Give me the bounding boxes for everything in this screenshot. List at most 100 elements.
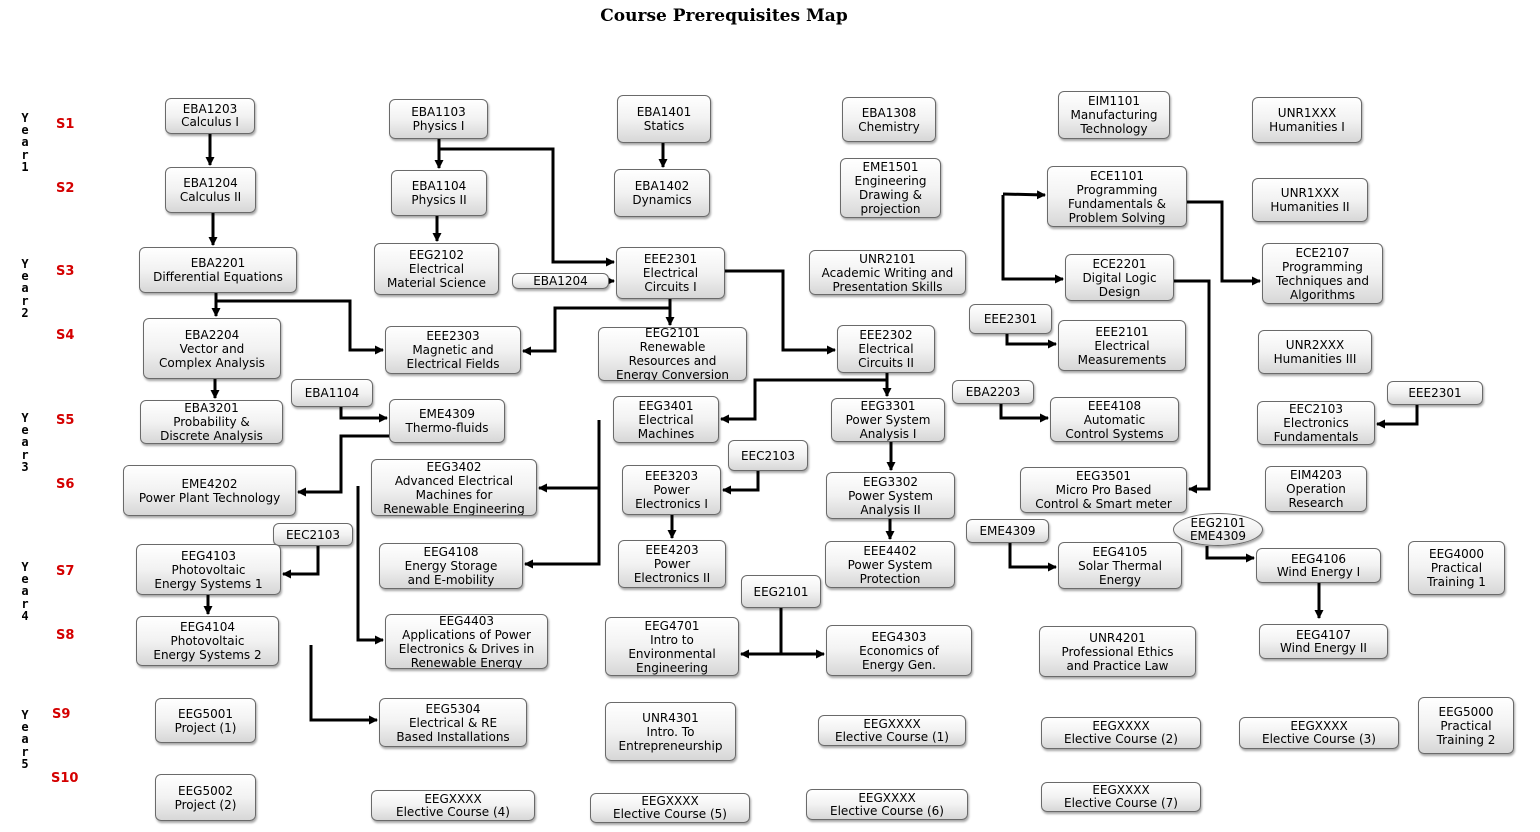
course-node-line: Practical — [1430, 561, 1483, 575]
course-node-line: EBA1104 — [411, 179, 467, 193]
course-node-eee2301-ref-b: EEE2301 — [1387, 381, 1483, 405]
course-node-line: Intro to — [650, 632, 694, 647]
course-node-line: EEG2101 — [644, 327, 700, 340]
course-node-line: Advanced Electrical — [394, 473, 514, 488]
course-node-line: Complex Analysis — [159, 355, 265, 370]
course-node-line: Programming — [1282, 259, 1363, 274]
course-node-line: EEG2102 — [408, 248, 464, 262]
course-node-line: Statics — [643, 119, 685, 133]
course-node-line: EBA1204 — [183, 176, 238, 190]
semester-label-s5: S5 — [56, 413, 75, 428]
course-node-line: EBA1204 — [533, 274, 588, 288]
course-node-line: Techniques and — [1275, 273, 1370, 288]
arrow-eec2103-ref-b-to-eeg4103 — [1174, 279, 1211, 494]
course-node-line: Environmental — [628, 646, 716, 661]
course-node-line: UNR1XXX — [1277, 106, 1337, 120]
semester-label-s6: S6 — [56, 477, 75, 492]
course-node-line: Elective Course (2) — [1064, 732, 1178, 746]
course-node-line: Electronics II — [633, 571, 711, 585]
course-node-line: Entrepreneurship — [618, 738, 723, 753]
course-node-line: Material Science — [386, 276, 487, 290]
course-node-line: EEE4402 — [863, 543, 917, 558]
course-node-line: Electrical & RE — [408, 715, 498, 730]
course-node-line: EEG4108 — [423, 545, 479, 559]
course-node-line: Elective Course (1) — [835, 729, 949, 744]
course-node-eec2103-ref-a: EEC2103 — [728, 440, 808, 471]
course-node-line: Problem Solving — [1068, 210, 1166, 225]
course-node-line: Energy Systems 2 — [153, 648, 262, 662]
course-node-line: Photovoltaic — [170, 634, 245, 648]
course-node-line: Vector and — [179, 341, 245, 356]
course-node-line: Electrical — [858, 342, 914, 356]
course-node-line: Circuits I — [644, 280, 697, 294]
course-node-line: Micro Pro Based — [1055, 483, 1152, 497]
course-node-line: Programming — [1076, 182, 1158, 197]
course-node-line: EME4309 — [418, 407, 476, 421]
course-node-line: Electronics & Drives in — [398, 641, 535, 656]
course-node-line: Physics II — [411, 193, 467, 207]
course-node-line: EEE2303 — [426, 329, 480, 343]
course-node-line: Discrete Analysis — [160, 429, 263, 443]
course-node-line: Power System — [845, 413, 931, 427]
course-node-line: EEGXXXX — [1092, 719, 1150, 733]
course-node-line: EEE4203 — [645, 543, 699, 557]
course-node-line: Differential Equations — [153, 270, 283, 284]
course-node-line: EBA2204 — [184, 327, 240, 342]
course-node-line: Calculus I — [181, 115, 239, 129]
course-node-line: Academic Writing and — [821, 265, 954, 280]
arrow-eec2103-ref-a-to-eee3203 — [538, 420, 601, 493]
course-node-line: EBA3201 — [184, 401, 239, 415]
course-node-line: Energy Gen. — [862, 657, 936, 672]
semester-label-s3: S3 — [56, 264, 75, 279]
course-node-line: Power Plant Technology — [138, 490, 281, 505]
course-node-line: Operation — [1286, 482, 1346, 496]
course-node-line: EEE2301 — [643, 252, 698, 266]
course-node-line: Technology — [1080, 122, 1148, 136]
course-node-line: projection — [860, 202, 921, 216]
course-node-line: Solar Thermal — [1078, 558, 1162, 573]
course-node-line: Power System — [848, 488, 933, 503]
course-node-line: Elective Course (6) — [830, 803, 944, 818]
year-label-y2: Y e a r 2 — [21, 257, 29, 320]
course-node-line: EEGXXXX — [858, 790, 916, 805]
course-node-line: EME4202 — [181, 476, 238, 491]
course-node-line: EEG4107 — [1295, 627, 1351, 642]
course-node-line: EEC2103 — [740, 448, 796, 463]
course-node-line: EEGXXXX — [863, 716, 921, 731]
course-node-line: EEG4103 — [180, 548, 236, 563]
course-node-line: EEE3203 — [644, 469, 699, 483]
course-node-line: Elective Course (5) — [613, 807, 727, 821]
arrow-eee2302-to-eeg3401 — [339, 407, 388, 423]
course-node-eee2301-ref-a: EEE2301 — [969, 304, 1052, 334]
course-node-line: EEC2103 — [1288, 402, 1344, 416]
course-node-line: Energy Storage — [404, 559, 498, 573]
course-node-line: EBA2203 — [965, 385, 1021, 399]
course-node-line: EEE2302 — [859, 328, 913, 342]
course-node-line: Measurements — [1077, 352, 1167, 367]
course-node-line: Engineering — [854, 174, 927, 188]
course-node-line: Fundamentals — [1273, 430, 1359, 444]
course-node-line: Protection — [859, 571, 921, 586]
